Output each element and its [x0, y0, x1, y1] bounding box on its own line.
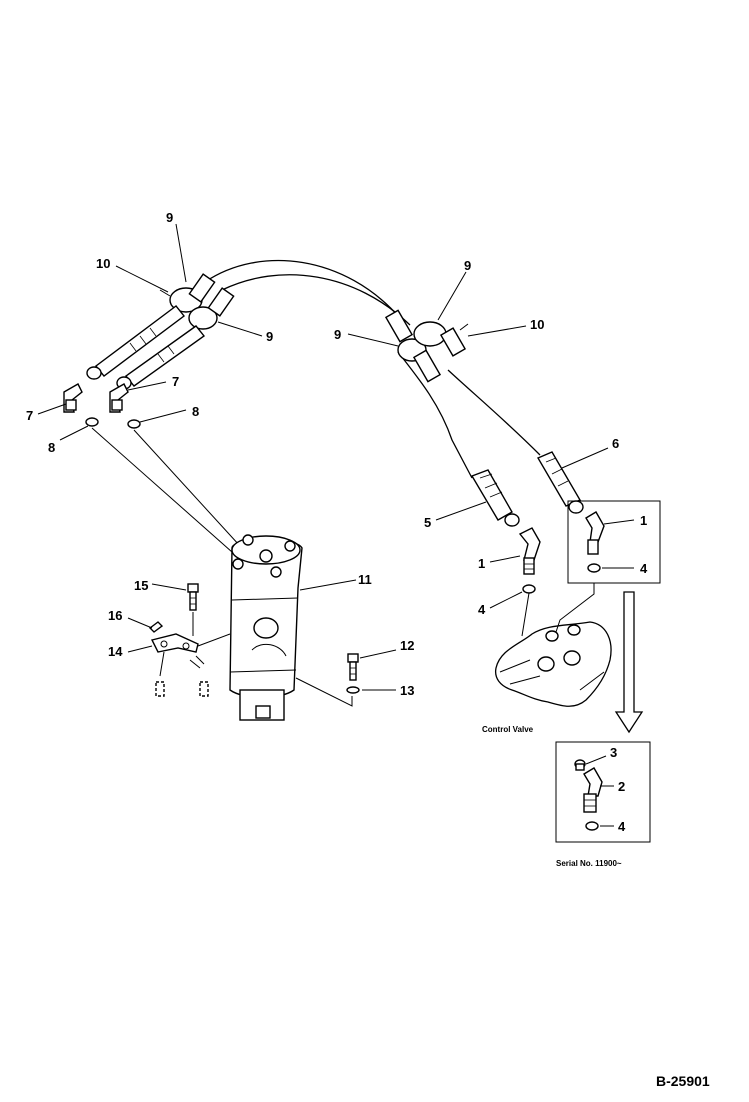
- callout-right-7: 7: [172, 374, 179, 389]
- o-ring-left: [85, 417, 99, 427]
- left-hose-clamp: [159, 273, 235, 330]
- pilot-hose-loop: [204, 259, 541, 479]
- callout-right-top-9: 9: [464, 258, 471, 273]
- left-elbow-fittings: [63, 383, 129, 413]
- serial-change-arrow: [614, 591, 644, 734]
- callout-right-left-9: 9: [334, 327, 341, 342]
- serial-number-caption: Serial No. 11900~: [556, 859, 622, 868]
- lock-plate-16: [148, 621, 164, 633]
- bolt-15: [187, 583, 199, 611]
- callout-left-8: 8: [48, 440, 55, 455]
- o-ring-4-box: [587, 563, 601, 573]
- callout-left-10: 10: [96, 256, 110, 271]
- control-valve-caption: Control Valve: [482, 725, 534, 734]
- bolt-lower-left: [155, 681, 209, 697]
- callout-hose-6: 6: [612, 436, 619, 451]
- callout-plate-16: 16: [108, 608, 122, 623]
- callout-bolt-15: 15: [134, 578, 148, 593]
- o-ring-4-lower: [585, 821, 599, 831]
- elbow-fitting-1-box: [585, 511, 605, 555]
- left-hoses: [86, 305, 206, 390]
- washer-13: [346, 686, 360, 694]
- hose-5: [470, 469, 520, 527]
- control-valve: [494, 621, 612, 707]
- callout-right-10: 10: [530, 317, 544, 332]
- bracket-14: [150, 633, 199, 653]
- leader-lines: [37, 223, 635, 827]
- detail-box-lower: [555, 741, 651, 843]
- callout-elbow-1: 1: [478, 556, 485, 571]
- callout-joint-11: 11: [358, 572, 372, 587]
- callout-hose-5: 5: [424, 515, 431, 530]
- callout-elbow-1-box: 1: [640, 513, 647, 528]
- o-ring-4: [522, 584, 536, 594]
- right-hose-clamp: [384, 309, 469, 383]
- callout-washer-13: 13: [400, 683, 414, 698]
- bolt-12: [347, 653, 359, 681]
- callout-oring-4: 4: [478, 602, 486, 617]
- callout-right-8: 8: [192, 404, 199, 419]
- callout-left-7: 7: [26, 408, 33, 423]
- detail-box-upper: [567, 500, 661, 584]
- elbow-fitting-2: [583, 767, 603, 813]
- hose-6: [536, 451, 584, 514]
- callout-left-top-9: 9: [166, 210, 173, 225]
- callout-oring-4-lower: 4: [618, 819, 626, 834]
- callout-elbow-2: 2: [618, 779, 625, 794]
- callout-bracket-14: 14: [108, 644, 123, 659]
- swivel-joint: [229, 534, 303, 721]
- nipple-3: [574, 759, 586, 771]
- callout-nipple-3: 3: [610, 745, 617, 760]
- figure-number: B-25901: [656, 1073, 710, 1089]
- o-ring-right: [127, 419, 141, 429]
- elbow-fitting-1: [518, 527, 541, 575]
- callout-bolt-12: 12: [400, 638, 414, 653]
- callout-left-mid-9: 9: [266, 329, 273, 344]
- callout-oring-4-box: 4: [640, 561, 648, 576]
